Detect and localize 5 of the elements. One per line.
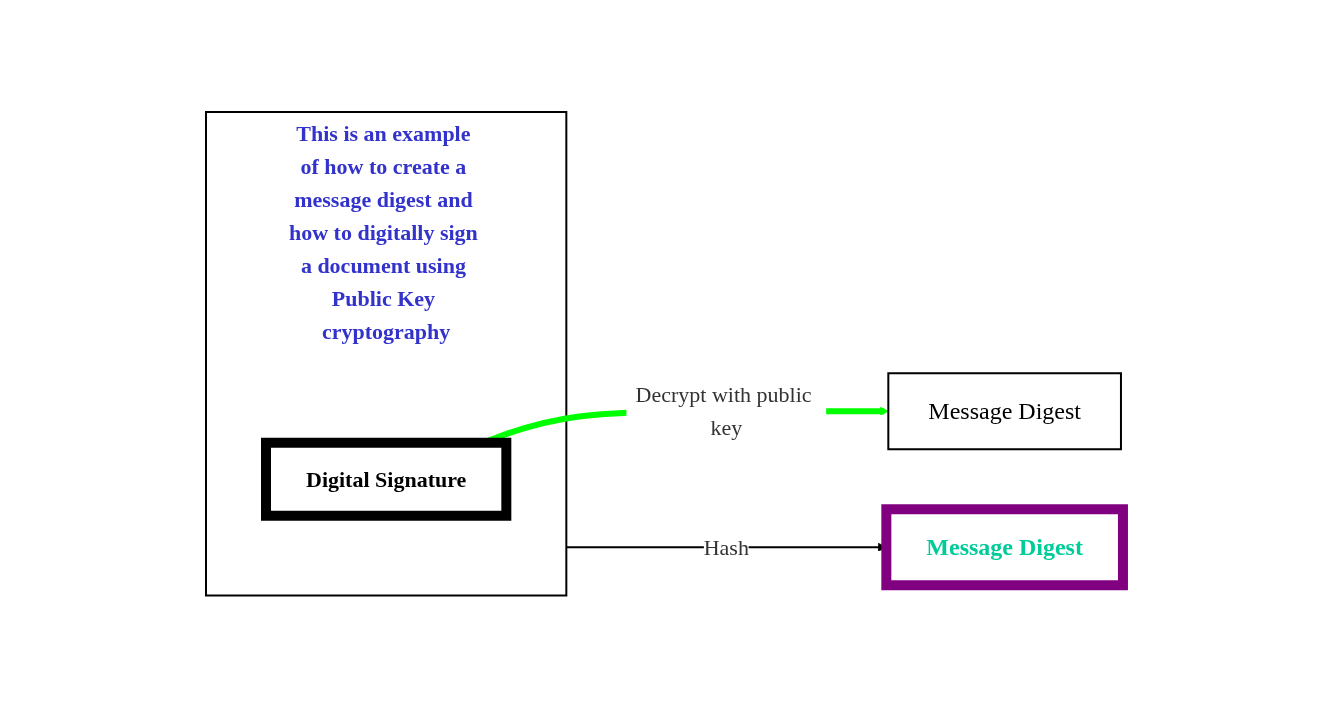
node-box: Message Digest xyxy=(880,504,1128,591)
edge-label: Decrypt with public key xyxy=(635,382,812,441)
node-box: Digital Signature xyxy=(260,438,511,521)
node-box: Message Digest xyxy=(886,372,1122,451)
edge-label: Hash xyxy=(703,535,749,560)
